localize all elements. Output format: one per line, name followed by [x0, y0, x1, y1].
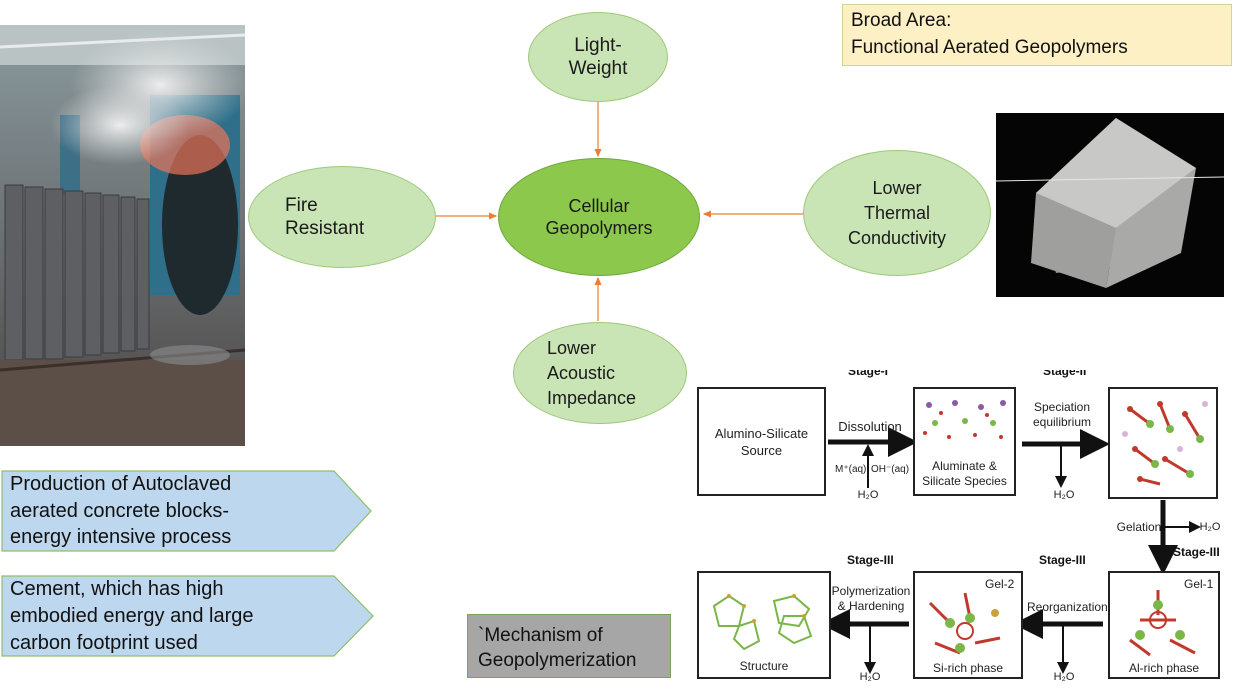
- structure-box: Structure: [697, 571, 831, 679]
- h2o-label-1: H₂O: [857, 489, 879, 501]
- h2o-label-5: H₂O: [859, 671, 881, 683]
- mechanism-arrows: [820, 427, 1201, 674]
- speciation-label: Speciation equilibrium: [1032, 400, 1092, 429]
- dissolution-label: Dissolution: [838, 419, 902, 434]
- equilibrium-cluster-box: [1108, 387, 1218, 499]
- floating-block-photo: [996, 113, 1224, 297]
- gel-1-box: Gel-1 Al-rich phase: [1108, 571, 1220, 679]
- stage-label-cropped-2: Stage-II: [1043, 370, 1087, 378]
- h2o-label-2: H₂O: [1053, 489, 1075, 501]
- h2o-label-4: H₂O: [1053, 671, 1075, 683]
- h2o-label-3: H₂O: [1199, 521, 1221, 533]
- species-box: Aluminate & Silicate Species: [913, 387, 1016, 496]
- stage-iii-label-left: Stage-III: [847, 553, 894, 567]
- light-weight-ellipse: Light-Weight: [528, 12, 668, 102]
- gel-1-molecules-icon: [1129, 590, 1196, 657]
- stage-iii-label-middle: Stage-III: [1039, 553, 1086, 567]
- stage-iii-label-right: Stage-III: [1173, 545, 1220, 559]
- reorganization-label: Reorganization: [1027, 600, 1108, 614]
- stage-label-cropped-1: Stage-I: [848, 370, 889, 378]
- gel-2-molecules-icon: [928, 592, 1001, 655]
- problem-cement-energy: Cement, which has high embodied energy a…: [10, 578, 254, 654]
- autoclave-factory-photo: [0, 25, 245, 446]
- gelation-label: Gelation: [1116, 520, 1162, 534]
- oh-ion-label: OH⁻(aq): [871, 464, 910, 475]
- broad-area-title: Functional Aerated Geopolymers: [851, 37, 1128, 58]
- cluster-molecules-icon: [1122, 401, 1208, 486]
- alumino-silicate-source-box: Alumino-Silicate Source: [697, 387, 826, 496]
- mechanism-label-box: `Mechanism of Geopolymerization: [467, 614, 671, 678]
- polymerization-label: Polymerization & Hardening: [831, 584, 911, 613]
- gel-2-box: Gel-2 Si-rich phase: [913, 571, 1023, 679]
- broad-area-label: Broad Area:: [851, 10, 952, 31]
- structure-molecules-icon: [712, 594, 813, 651]
- mechanism-diagram: Stage-I Stage-II Alumino-Silicate Source…: [695, 370, 1230, 690]
- problem-aac-production: Production of Autoclaved aerated concret…: [10, 473, 232, 548]
- m-ion-label: M⁺(aq): [835, 464, 867, 475]
- species-molecules-icon: [923, 400, 1006, 439]
- broad-area-box: Broad Area: Functional Aerated Geopolyme…: [842, 4, 1232, 66]
